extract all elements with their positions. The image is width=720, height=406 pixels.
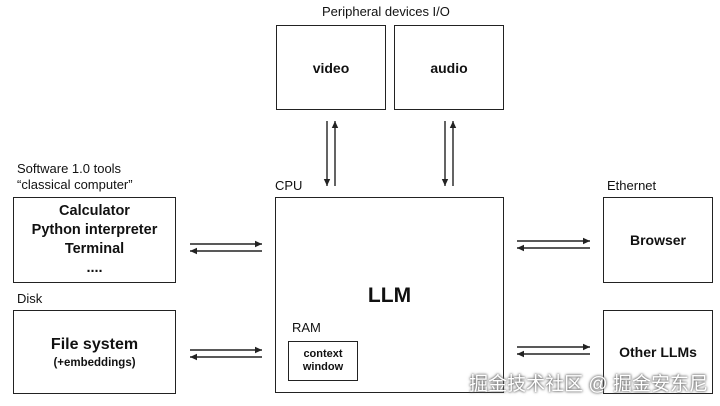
llm-label: LLM xyxy=(367,284,412,307)
calculator-label: Calculator xyxy=(59,203,130,219)
window-label: window xyxy=(302,361,344,373)
llm-box: LLM RAM context window xyxy=(275,197,504,393)
classical-computer-label: “classical computer” xyxy=(17,177,133,192)
other-llms-box: Other LLMs xyxy=(603,310,713,394)
file-system-label: File system xyxy=(50,335,139,353)
context-label: context xyxy=(303,348,343,360)
audio-label: audio xyxy=(430,59,468,76)
python-interpreter-label: Python interpreter xyxy=(31,222,158,238)
software-tools-box: Calculator Python interpreter Terminal .… xyxy=(13,197,176,283)
file-system-box: File system (+embeddings) xyxy=(13,310,176,394)
embeddings-label: (+embeddings) xyxy=(53,356,136,369)
ram-label: RAM xyxy=(292,320,321,335)
browser-box: Browser xyxy=(603,197,713,283)
watermark-text: 掘金技术社区 @ 掘金安东尼 xyxy=(469,374,708,395)
video-box: video xyxy=(276,25,386,110)
audio-box: audio xyxy=(394,25,504,110)
cpu-label: CPU xyxy=(275,178,303,193)
context-window-box: context window xyxy=(288,341,358,381)
disk-label: Disk xyxy=(17,291,43,306)
browser-label: Browser xyxy=(629,232,687,248)
other-llms-label: Other LLMs xyxy=(619,344,697,360)
peripheral-devices-label: Peripheral devices I/O xyxy=(322,4,450,19)
ethernet-label: Ethernet xyxy=(607,178,657,193)
terminal-label: Terminal xyxy=(64,241,125,257)
video-label: video xyxy=(312,59,350,76)
ellipsis-label: .... xyxy=(86,260,103,276)
software-tools-label: Software 1.0 tools xyxy=(17,161,122,176)
